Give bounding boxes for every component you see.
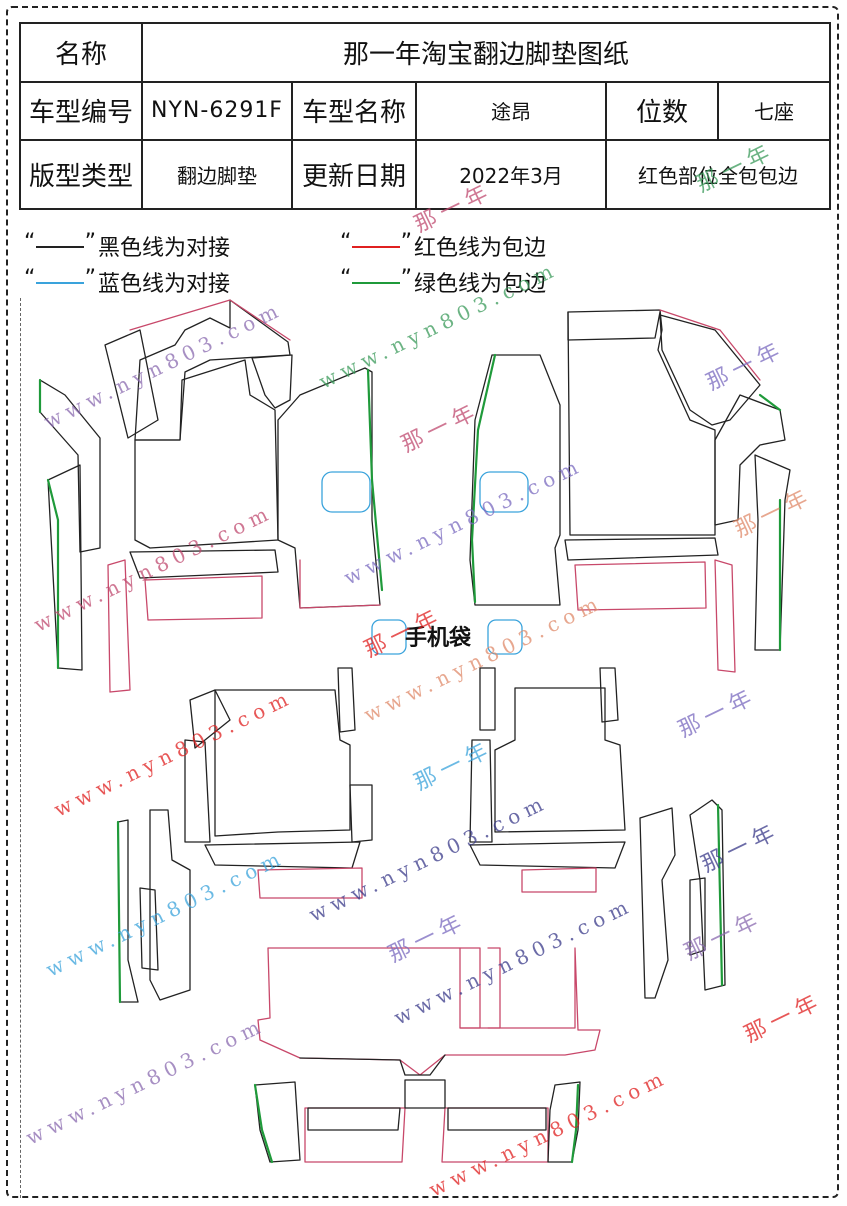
name-label: 名称 [19, 22, 143, 83]
third-row-mat [253, 947, 601, 1164]
note-value: 红色部位全包包边 [604, 139, 832, 210]
legend-green-swatch [338, 266, 414, 292]
drawing-area-border [20, 298, 834, 1198]
front-right-mat [469, 309, 791, 673]
legend-green: 绿色线为包边 [338, 266, 546, 298]
legend-blue-text: 蓝色线为对接 [98, 272, 231, 297]
legend-green-text: 绿色线为包边 [414, 272, 547, 297]
legend-black: 黑色线为对接 [22, 230, 230, 262]
seats-label: 位数 [605, 80, 719, 142]
model-name-label: 车型名称 [291, 80, 417, 142]
model-no-value: NYN-6291F [141, 80, 293, 142]
legend-black-swatch [22, 230, 98, 256]
name-value: 那一年淘宝翻边脚垫图纸 [140, 22, 832, 83]
pattern-label: 版型类型 [19, 139, 143, 210]
seats-value: 七座 [716, 80, 832, 142]
second-row-left-mat [116, 667, 373, 1004]
phone-pockets [321, 471, 529, 655]
update-value: 2022年3月 [415, 139, 607, 210]
legend-red: 红色线为包边 [338, 230, 546, 262]
model-name-value: 途昂 [415, 80, 607, 142]
phone-pocket-label: 手机袋 [405, 626, 472, 651]
legend-blue-swatch [22, 266, 98, 292]
page-border [6, 6, 839, 1198]
front-left-mat [38, 299, 384, 693]
legend-blue: 蓝色线为对接 [22, 266, 230, 298]
pattern-value: 翻边脚垫 [141, 139, 293, 210]
second-row-right-mat [469, 667, 726, 999]
info-table: 名称 那一年淘宝翻边脚垫图纸 车型编号 NYN-6291F 车型名称 途昂 位数… [19, 22, 832, 210]
legend-red-text: 红色线为包边 [414, 236, 547, 261]
legend-red-swatch [338, 230, 414, 256]
model-no-label: 车型编号 [19, 80, 143, 142]
legend-black-text: 黑色线为对接 [98, 236, 231, 261]
update-label: 更新日期 [291, 139, 417, 210]
